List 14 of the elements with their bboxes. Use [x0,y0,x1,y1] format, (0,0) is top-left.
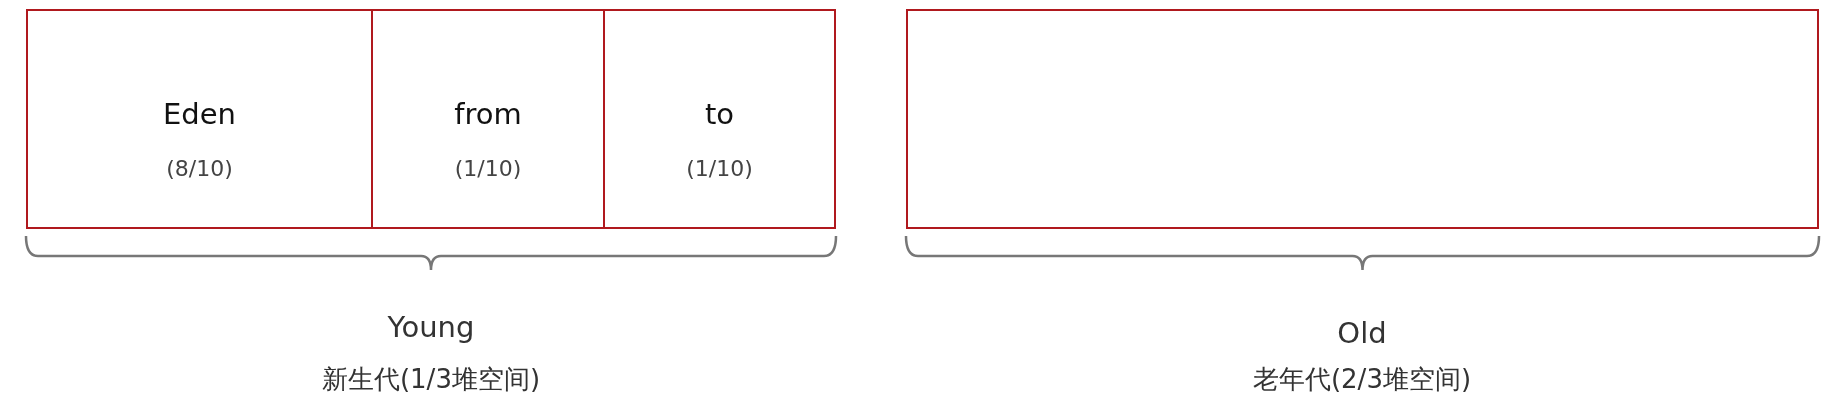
empty-box [906,9,1819,229]
generation-name: Old [1337,316,1387,350]
memory-region-box [371,9,605,229]
memory-region-box [26,9,373,229]
ratio-label: (1/10) [686,156,753,181]
memory-region-box [603,9,836,229]
ratio-label: (8/10) [166,156,233,181]
region-name: to [704,97,735,131]
generation-name: Young [387,310,475,344]
region-name: Eden [163,97,236,131]
generation-description: 新生代(1/3堆空间) [321,363,541,396]
generation-description: 老年代(2/3堆空间) [1252,363,1472,396]
region-name: from [454,97,522,131]
ratio-label: (1/10) [454,156,522,181]
